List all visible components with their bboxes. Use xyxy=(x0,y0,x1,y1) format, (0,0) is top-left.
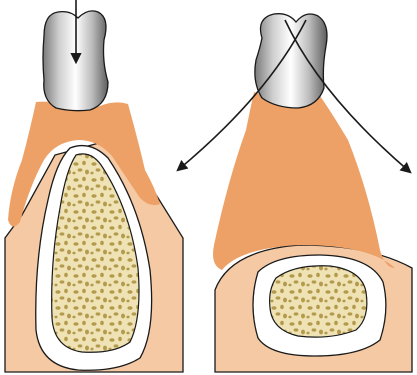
right-panel xyxy=(178,14,412,372)
left-panel xyxy=(5,0,183,372)
right-gingiva xyxy=(213,92,395,270)
right-cancellous-bone xyxy=(270,266,367,337)
right-tooth-crown xyxy=(255,14,327,108)
